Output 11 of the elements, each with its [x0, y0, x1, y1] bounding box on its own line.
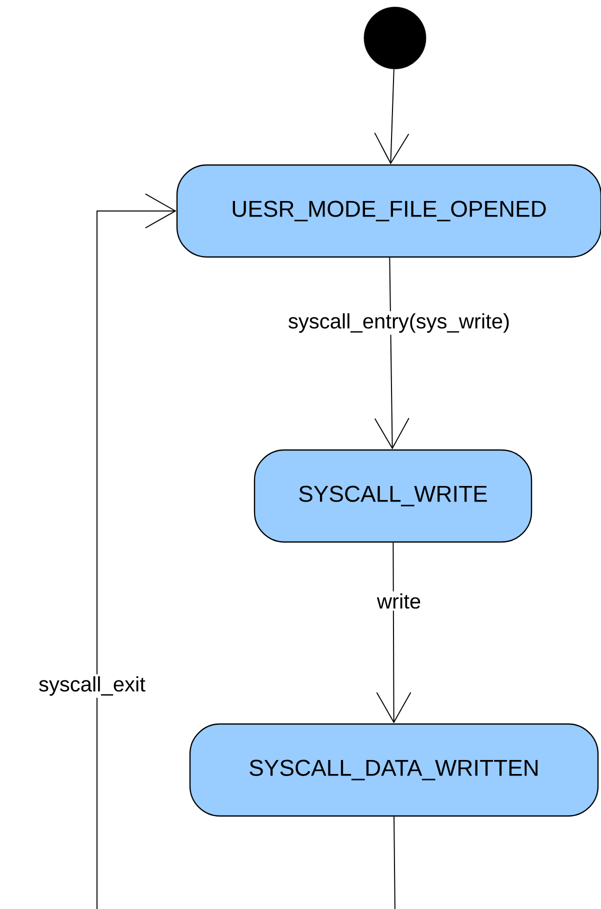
edge-label: syscall_exit	[36, 674, 148, 698]
arrow	[376, 542, 412, 724]
arrow	[374, 68, 410, 164]
state-box: SYSCALL_DATA_WRITTEN	[189, 723, 599, 817]
edge-label: write	[374, 591, 424, 611]
state-box: UESR_MODE_FILE_OPENED	[176, 164, 601, 258]
arrow	[374, 257, 410, 450]
arrow	[96, 194, 176, 909]
initial-state-dot	[364, 6, 426, 70]
edge-label: syscall_entry(sys_write)	[286, 311, 512, 335]
state-box: SYSCALL_WRITE	[254, 449, 532, 543]
